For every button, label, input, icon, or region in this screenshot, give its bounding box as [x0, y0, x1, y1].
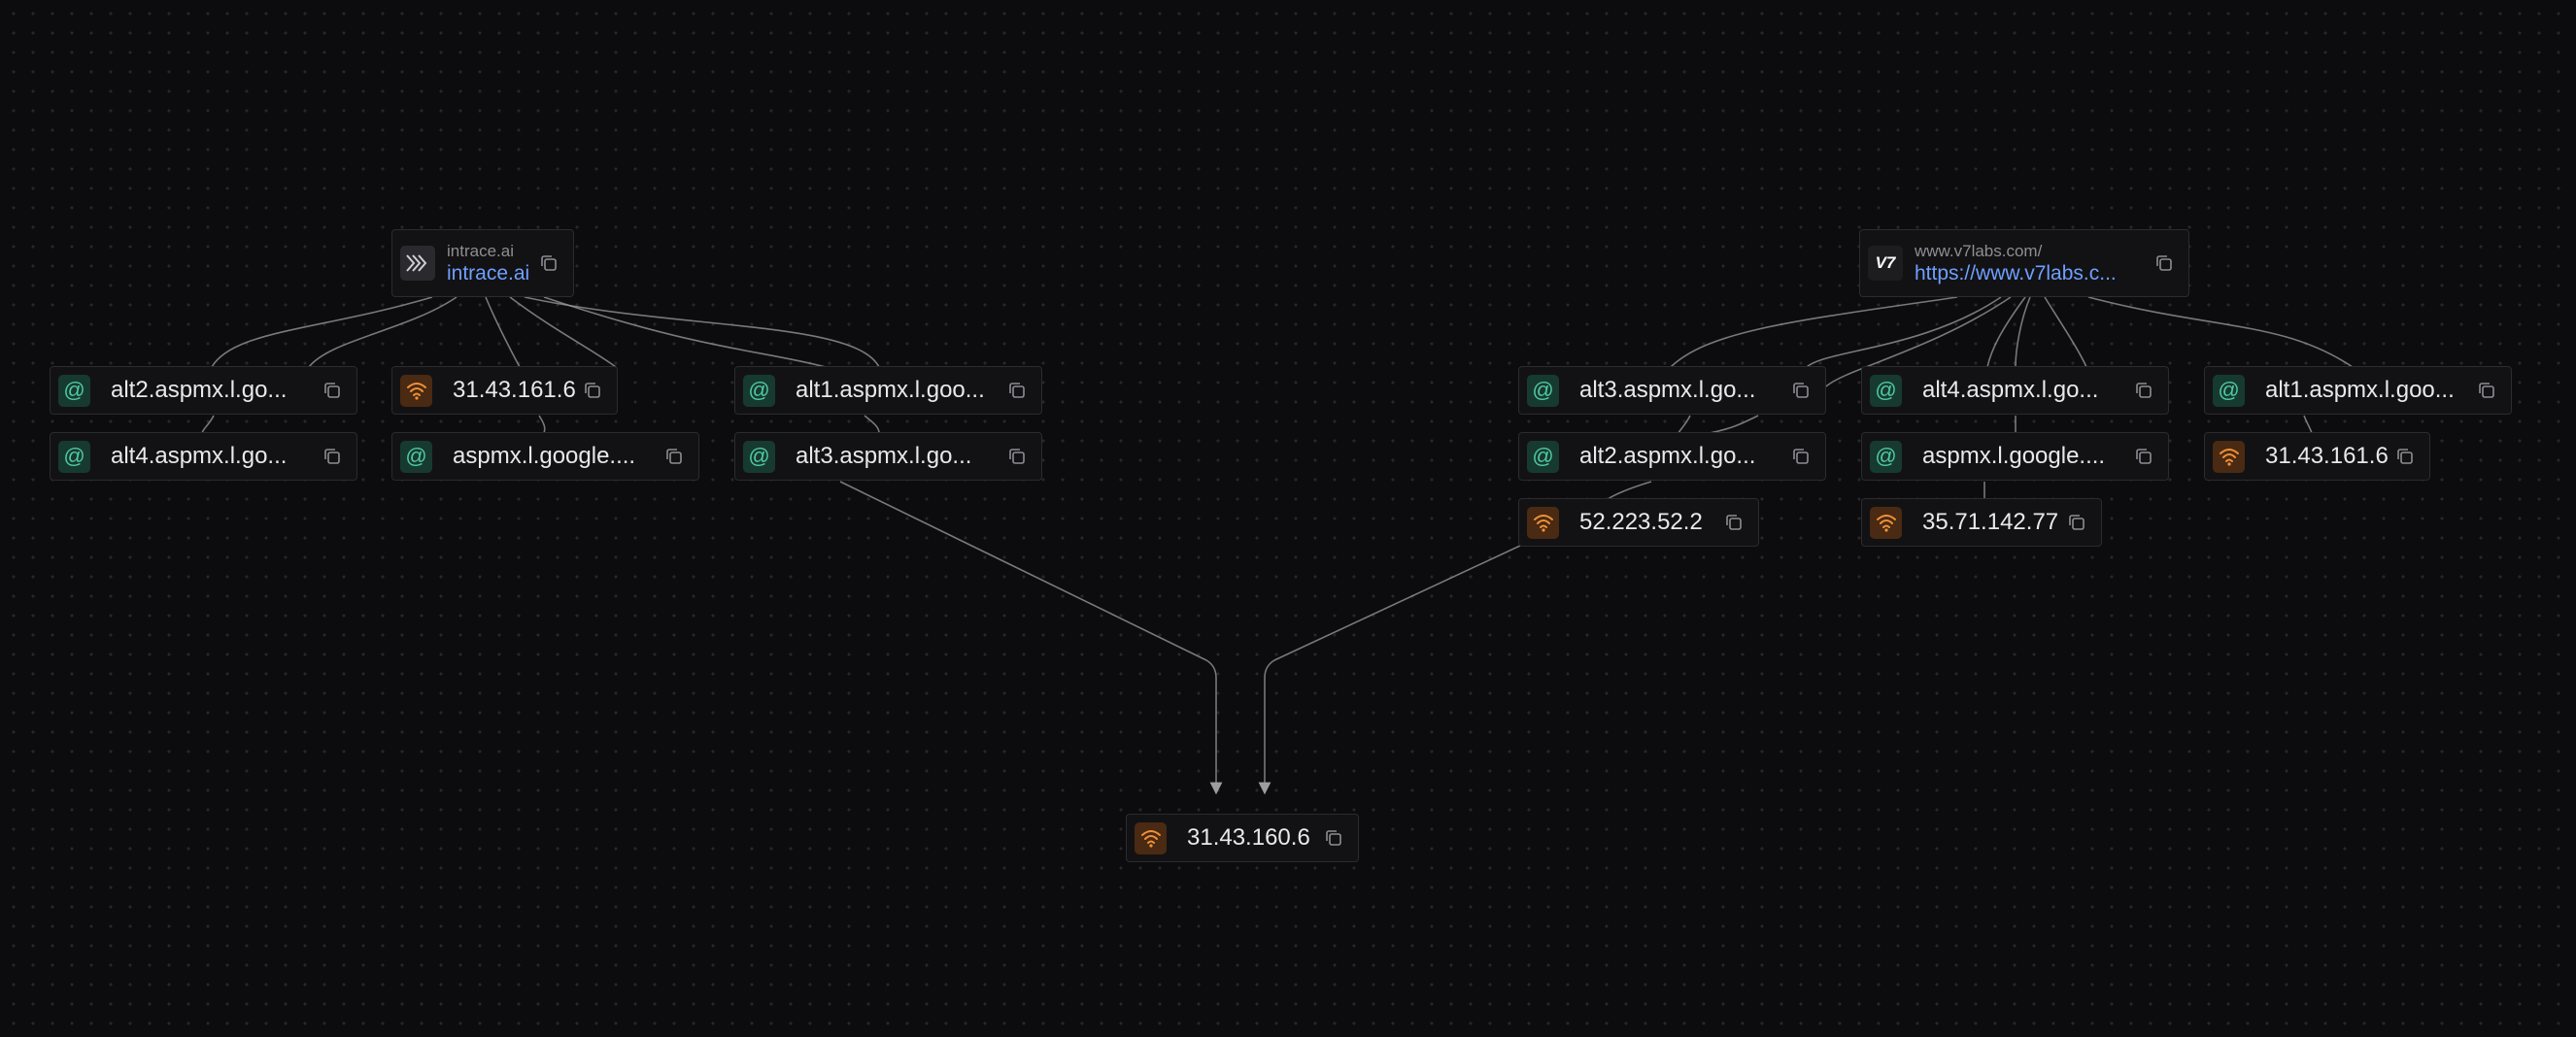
entity-node-email[interactable]: @ alt1.aspmx.l.goo... — [2204, 366, 2512, 415]
entity-label: 31.43.161.6 — [2265, 443, 2389, 469]
copy-icon[interactable] — [2394, 446, 2416, 467]
edge — [308, 296, 458, 368]
at-icon: @ — [58, 440, 90, 473]
copy-icon[interactable] — [2153, 252, 2175, 274]
entity-label: alt3.aspmx.l.go... — [1579, 377, 1756, 403]
copy-icon[interactable] — [582, 380, 603, 401]
copy-icon[interactable] — [538, 252, 559, 274]
copy-icon[interactable] — [1323, 827, 1344, 849]
entity-node-email[interactable]: @ alt4.aspmx.l.go... — [1861, 366, 2169, 415]
edge — [1670, 296, 1958, 368]
at-icon: @ — [1527, 374, 1559, 407]
copy-icon[interactable] — [2133, 380, 2154, 401]
at-icon: @ — [400, 440, 432, 473]
source-link[interactable]: intrace.ai — [447, 261, 530, 284]
entity-label: alt4.aspmx.l.go... — [111, 443, 288, 469]
edge — [1258, 545, 1521, 795]
v7-logo-icon: V7 — [1868, 246, 1903, 281]
source-subtitle: intrace.ai — [447, 241, 514, 260]
entity-node-email[interactable]: @ alt1.aspmx.l.goo... — [734, 366, 1042, 415]
wifi-icon — [1135, 821, 1167, 854]
copy-icon[interactable] — [1006, 380, 1028, 401]
copy-icon[interactable] — [2066, 512, 2087, 533]
entity-node-ip[interactable]: 31.43.161.6 — [391, 366, 618, 415]
edge — [1607, 481, 1652, 500]
edge — [1709, 415, 1759, 434]
entity-label: 31.43.160.6 — [1187, 824, 1310, 851]
edge — [211, 296, 433, 368]
entity-node-ip[interactable]: 35.71.142.77 — [1861, 498, 2102, 547]
entity-label: alt2.aspmx.l.go... — [1579, 443, 1756, 469]
edge — [524, 296, 880, 368]
source-subtitle: www.v7labs.com/ — [1915, 241, 2043, 260]
entity-node-email[interactable]: @ alt3.aspmx.l.go... — [734, 432, 1042, 481]
at-icon: @ — [1527, 440, 1559, 473]
entity-node-email[interactable]: @ aspmx.l.google.... — [391, 432, 699, 481]
copy-icon[interactable] — [1006, 446, 1028, 467]
entity-node-ip[interactable]: 31.43.161.6 — [2204, 432, 2430, 481]
edge — [201, 415, 215, 434]
entity-node-email[interactable]: @ alt2.aspmx.l.go... — [1518, 432, 1826, 481]
at-icon: @ — [1870, 374, 1902, 407]
edge — [2044, 296, 2087, 368]
at-icon: @ — [1870, 440, 1902, 473]
entity-label: alt3.aspmx.l.go... — [796, 443, 972, 469]
entity-label: aspmx.l.google.... — [453, 443, 636, 469]
entity-label: alt4.aspmx.l.go... — [1922, 377, 2099, 403]
edge — [1986, 296, 2026, 368]
copy-icon[interactable] — [2133, 446, 2154, 467]
edge — [1825, 296, 2012, 387]
entity-node-email[interactable]: @ alt4.aspmx.l.go... — [50, 432, 357, 481]
edge — [864, 415, 880, 434]
wifi-icon — [2213, 440, 2245, 473]
copy-icon[interactable] — [663, 446, 685, 467]
edge — [2015, 296, 2031, 368]
copy-icon[interactable] — [1790, 380, 1812, 401]
entity-node-email[interactable]: @ alt3.aspmx.l.go... — [1518, 366, 1826, 415]
copy-icon[interactable] — [322, 446, 343, 467]
at-icon: @ — [2213, 374, 2245, 407]
target-node-ip[interactable]: 31.43.160.6 — [1126, 814, 1359, 862]
entity-label: 31.43.161.6 — [453, 377, 576, 403]
source-node-v7labs[interactable]: V7 www.v7labs.com/ https://www.v7labs.c.… — [1859, 229, 2189, 297]
at-icon: @ — [58, 374, 90, 407]
entity-label: aspmx.l.google.... — [1922, 443, 2106, 469]
copy-icon[interactable] — [322, 380, 343, 401]
edge — [1678, 415, 1691, 434]
edge — [485, 296, 521, 368]
edge — [839, 481, 1223, 795]
at-icon: @ — [743, 374, 775, 407]
entity-node-email[interactable]: @ aspmx.l.google.... — [1861, 432, 2169, 481]
entity-node-ip[interactable]: 52.223.52.2 — [1518, 498, 1759, 547]
copy-icon[interactable] — [1790, 446, 1812, 467]
wifi-icon — [1527, 506, 1559, 539]
edge — [538, 415, 546, 434]
entity-node-email[interactable]: @ alt2.aspmx.l.go... — [50, 366, 357, 415]
entity-label: alt1.aspmx.l.goo... — [796, 377, 985, 403]
wifi-icon — [400, 374, 432, 407]
entity-label: 52.223.52.2 — [1579, 509, 1703, 535]
edge — [1806, 296, 2002, 368]
source-link[interactable]: https://www.v7labs.c... — [1915, 261, 2117, 284]
v7-logo-text: V7 — [1875, 253, 1896, 272]
entity-label: alt1.aspmx.l.goo... — [2265, 377, 2455, 403]
copy-icon[interactable] — [2476, 380, 2497, 401]
edge — [509, 296, 617, 368]
edge — [543, 296, 827, 368]
edge — [2303, 415, 2313, 434]
intrace-logo-icon — [400, 246, 435, 281]
copy-icon[interactable] — [1723, 512, 1745, 533]
source-node-intrace[interactable]: intrace.ai intrace.ai — [391, 229, 574, 297]
edge — [2087, 296, 2354, 368]
entity-label: 35.71.142.77 — [1922, 509, 2059, 535]
wifi-icon — [1870, 506, 1902, 539]
at-icon: @ — [743, 440, 775, 473]
entity-label: alt2.aspmx.l.go... — [111, 377, 288, 403]
